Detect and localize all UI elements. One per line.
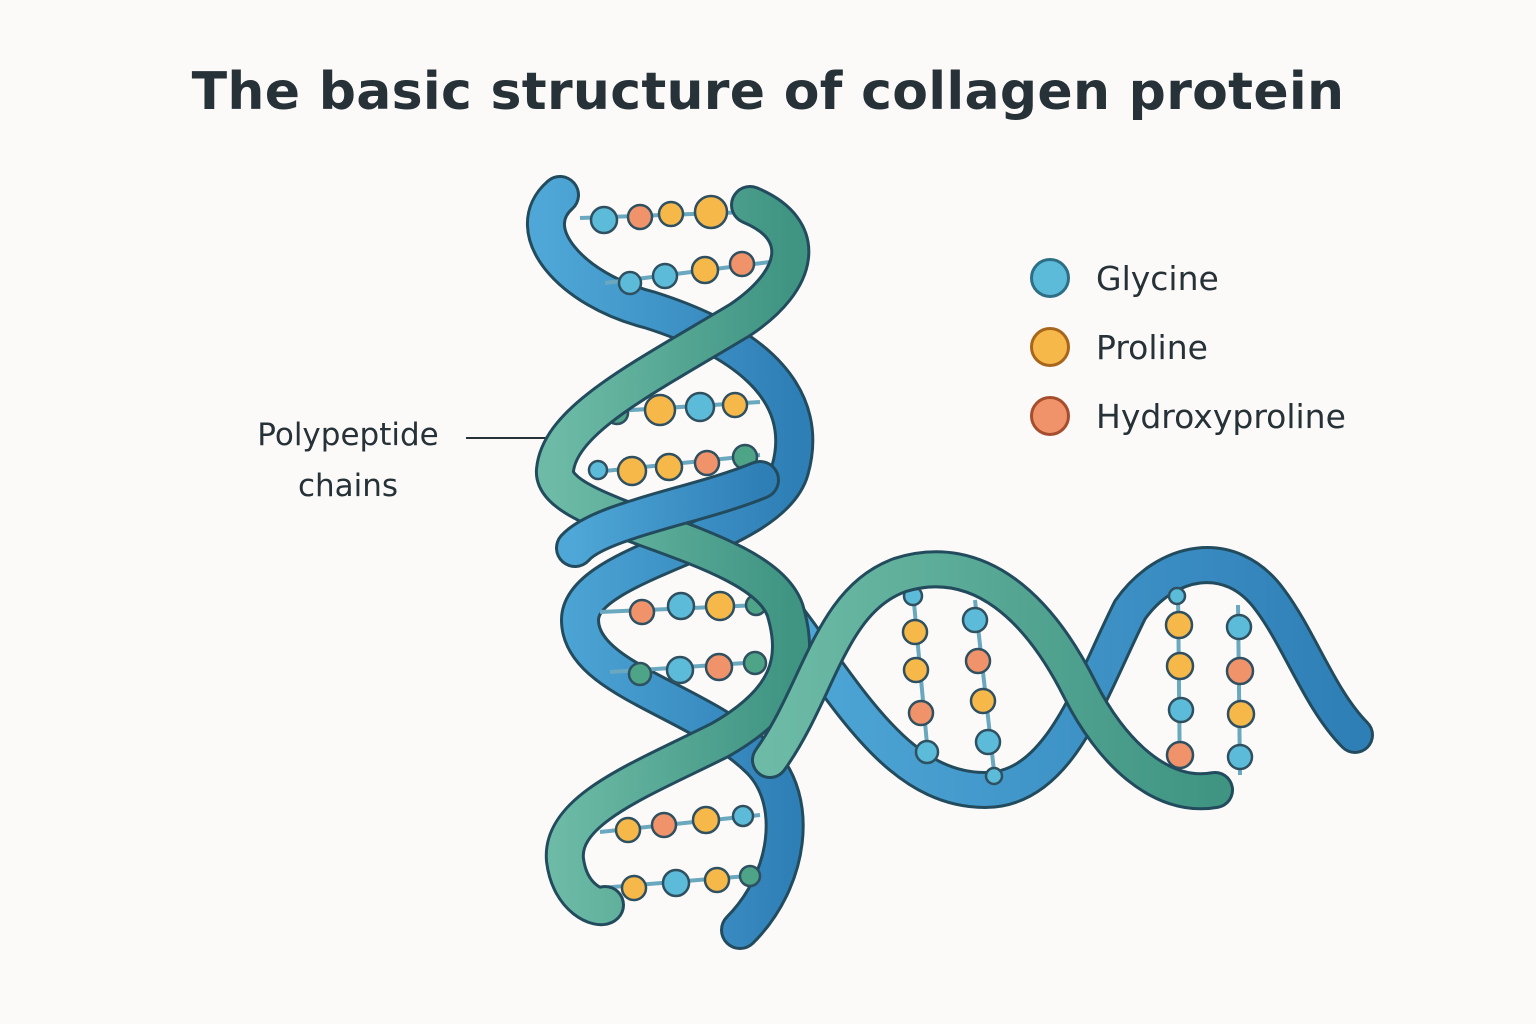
proline-bead xyxy=(969,687,997,715)
horizontal-blue-strand-back-fill xyxy=(774,549,1371,807)
glycine-bead xyxy=(1167,586,1187,606)
vertical-blue-strand-front-segment-fill xyxy=(558,463,777,565)
legend-label-glycine: Glycine xyxy=(1096,259,1219,298)
callout-line-1: Polypeptide xyxy=(257,417,439,453)
glycine-bead xyxy=(738,864,762,888)
glycine-dot-icon xyxy=(1030,258,1070,298)
hydroxyproline-bead xyxy=(650,811,678,839)
glycine-bead xyxy=(651,262,679,290)
glycine-bead xyxy=(961,606,989,634)
glycine-bead xyxy=(1225,613,1253,641)
proline-bead xyxy=(1226,699,1256,729)
glycine-bead xyxy=(914,739,940,765)
proline-bead xyxy=(614,816,642,844)
glycine-bead xyxy=(661,868,691,898)
glycine-bead xyxy=(1226,743,1254,771)
hydroxyproline-bead xyxy=(628,598,656,626)
proline-bead xyxy=(693,194,729,230)
proline-bead xyxy=(657,200,685,228)
glycine-bead xyxy=(589,205,619,235)
proline-dot-icon xyxy=(1030,327,1070,367)
proline-bead xyxy=(1165,651,1195,681)
hydroxyproline-bead xyxy=(728,250,756,278)
proline-bead xyxy=(901,618,929,646)
glycine-bead xyxy=(666,591,696,621)
proline-bead xyxy=(703,866,731,894)
proline-bead xyxy=(902,656,930,684)
proline-bead xyxy=(721,391,749,419)
polypeptide-chains-label: Polypeptide chains xyxy=(228,410,468,512)
glycine-bead xyxy=(587,459,609,481)
hydroxyproline-bead xyxy=(704,652,734,682)
hydroxyproline-bead xyxy=(693,449,721,477)
proline-bead xyxy=(1164,610,1194,640)
glycine-bead xyxy=(974,728,1002,756)
glycine-bead xyxy=(742,650,768,676)
legend-item-glycine: Glycine xyxy=(1030,258,1430,327)
hydroxyproline-bead xyxy=(907,699,935,727)
legend-label-proline: Proline xyxy=(1096,328,1208,367)
page-title: The basic structure of collagen protein xyxy=(191,62,1345,122)
legend-item-proline: Proline xyxy=(1030,327,1430,396)
proline-bead xyxy=(654,452,684,482)
legend-label-hydroxyproline: Hydroxyproline xyxy=(1096,397,1346,436)
legend: Glycine Proline Hydroxyproline xyxy=(1030,258,1430,465)
hydroxyproline-dot-icon xyxy=(1030,396,1070,436)
horizontal-green-strand-front-fill xyxy=(754,553,1231,808)
glycine-bead xyxy=(731,804,755,828)
vertical-green-strand-front-fill xyxy=(538,188,808,924)
glycine-bead xyxy=(627,661,653,687)
hydroxyproline-bead xyxy=(626,203,654,231)
proline-bead xyxy=(704,590,736,622)
proline-bead xyxy=(620,874,648,902)
glycine-bead xyxy=(684,391,716,423)
glycine-bead xyxy=(665,655,695,685)
proline-bead xyxy=(690,255,720,285)
hydroxyproline-bead xyxy=(1225,656,1255,686)
glycine-bead xyxy=(984,766,1004,786)
glycine-bead xyxy=(617,270,643,296)
hydroxyproline-bead xyxy=(964,647,992,675)
proline-bead xyxy=(643,393,677,427)
callout-line-2: chains xyxy=(297,468,399,504)
hydroxyproline-bead xyxy=(1165,740,1195,770)
legend-item-hydroxyproline: Hydroxyproline xyxy=(1030,396,1430,465)
proline-bead xyxy=(616,455,648,487)
glycine-bead xyxy=(1167,696,1195,724)
proline-bead xyxy=(691,805,721,835)
